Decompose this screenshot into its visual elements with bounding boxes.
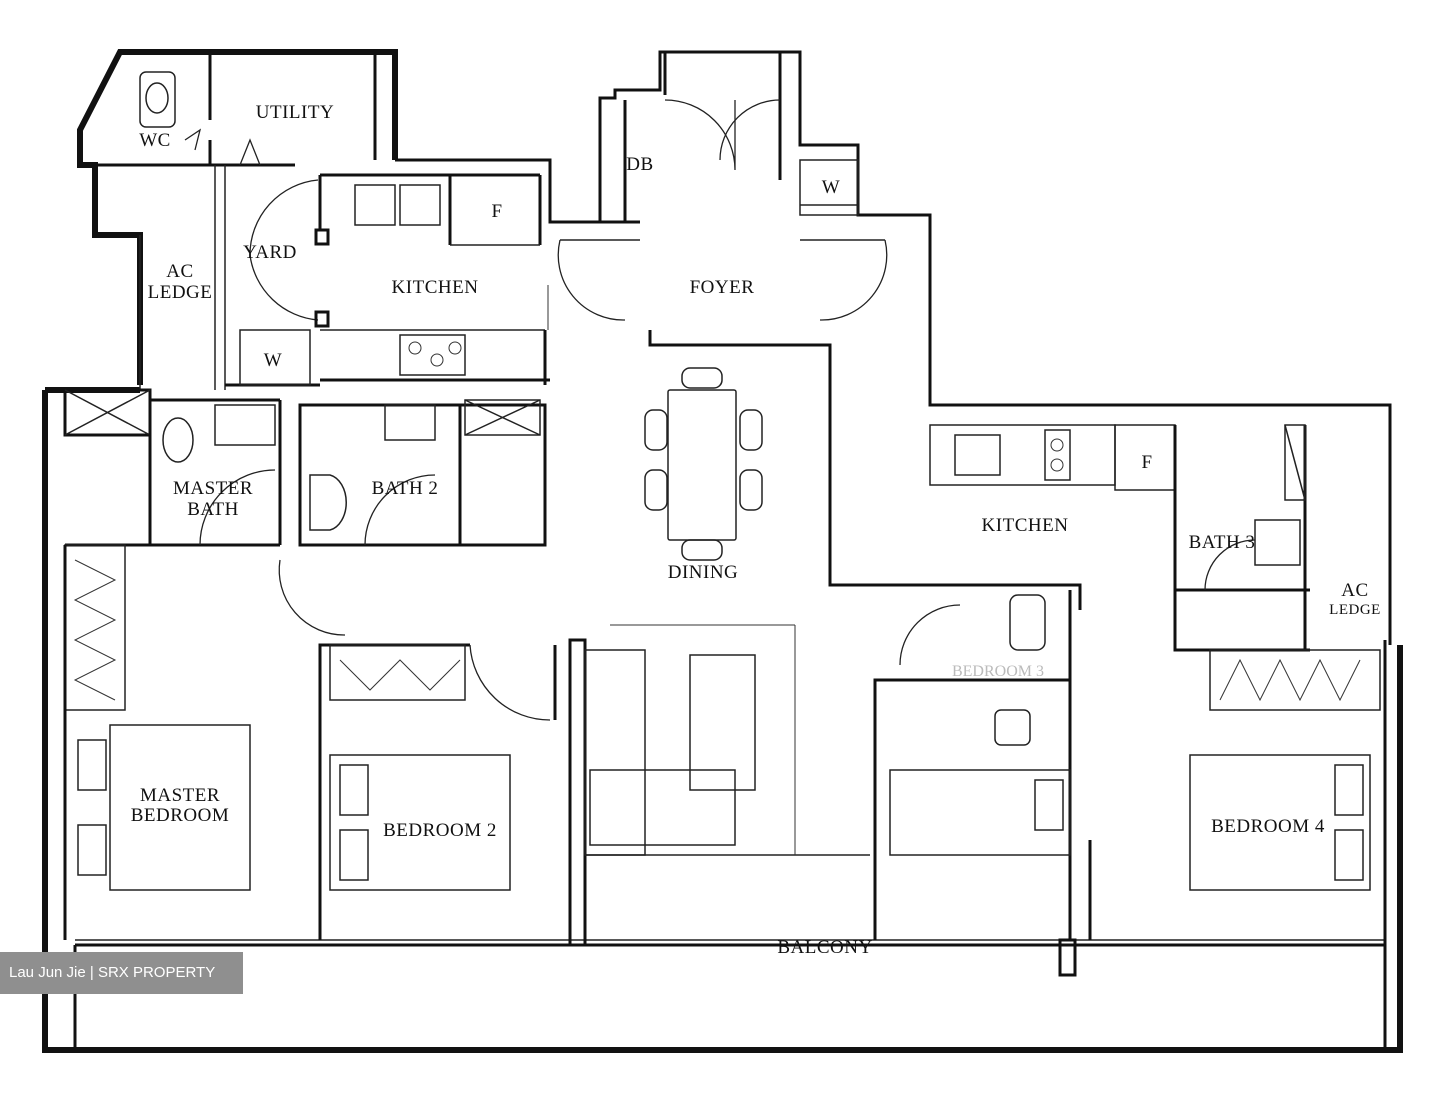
label-bath-2: BATH 2	[372, 478, 439, 499]
outer-walls	[42, 49, 1403, 1053]
label-ac-ledge-bottom: LEDGE	[148, 282, 213, 303]
dining-table	[644, 367, 763, 561]
label-washer-2: W	[822, 177, 840, 198]
label-dining: DINING	[668, 562, 739, 583]
label-master-bedroom-bottom: BEDROOM	[131, 805, 230, 826]
label-master-bath-top: MASTER	[173, 478, 253, 499]
label-bedroom-4: BEDROOM 4	[1211, 816, 1325, 837]
label-fridge-1: F	[491, 201, 502, 222]
label-utility: UTILITY	[256, 102, 334, 123]
label-fridge-2: F	[1141, 452, 1152, 473]
room-labels: WC UTILITY AC LEDGE YARD KITCHEN DB FOYE…	[131, 102, 1381, 958]
label-master-bath-bottom: BATH	[187, 499, 239, 520]
fixture-labels: F F W W	[264, 177, 1152, 473]
label-ac-ledge-right-top: AC	[1341, 580, 1368, 601]
label-yard: YARD	[243, 242, 297, 263]
label-kitchen-1: KITCHEN	[392, 277, 479, 298]
label-db: DB	[626, 154, 653, 175]
label-ac-ledge-top: AC	[166, 261, 193, 282]
label-master-bedroom-top: MASTER	[140, 785, 220, 806]
label-bedroom-3: BEDROOM 3	[952, 663, 1044, 680]
label-bath-3: BATH 3	[1189, 532, 1256, 553]
kitchen-1-walls	[318, 173, 550, 385]
wc-utility-walls	[95, 52, 377, 390]
label-ac-ledge-right-bottom: LEDGE	[1329, 602, 1381, 618]
label-bedroom-2: BEDROOM 2	[383, 820, 497, 841]
watermark: Lau Jun Jie | SRX PROPERTY	[0, 952, 243, 994]
label-washer-1: W	[264, 350, 282, 371]
bedroom-walls	[63, 544, 1381, 977]
baths-left	[63, 388, 547, 547]
foyer-walls	[557, 52, 1082, 610]
label-foyer: FOYER	[690, 277, 755, 298]
label-wc: WC	[139, 130, 171, 151]
label-balcony: BALCONY	[777, 937, 872, 958]
label-kitchen-2: KITCHEN	[982, 515, 1069, 536]
